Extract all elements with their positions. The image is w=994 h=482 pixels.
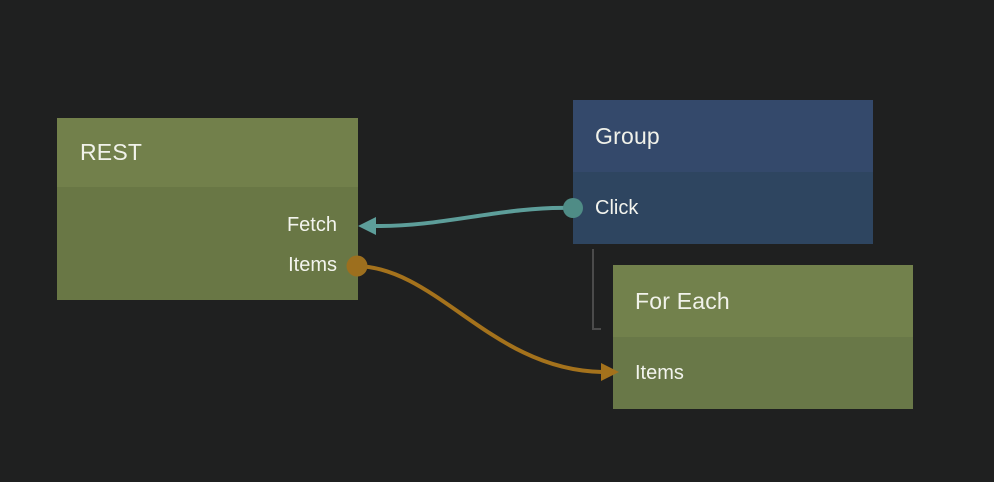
edge-items-to-items[interactable] <box>355 264 604 374</box>
node-rest-body: Fetch Items <box>57 187 358 300</box>
port-rest-items[interactable]: Items <box>57 245 358 285</box>
node-rest-title: REST <box>80 139 143 165</box>
port-rest-fetch-label: Fetch <box>286 213 337 236</box>
port-foreach-items[interactable]: Items <box>613 353 913 393</box>
port-rest-fetch[interactable]: Fetch <box>57 205 358 245</box>
port-group-click[interactable]: Click <box>573 188 873 228</box>
node-foreach-header[interactable]: For Each <box>613 265 913 337</box>
node-group-header[interactable]: Group <box>573 100 873 172</box>
node-rest-header[interactable]: REST <box>57 118 358 187</box>
port-rest-items-label: Items <box>288 253 337 276</box>
node-foreach[interactable]: For Each Items <box>613 265 913 409</box>
node-group-body: Click <box>573 172 873 244</box>
node-group[interactable]: Group Click <box>573 100 873 244</box>
edge-click-to-fetch[interactable] <box>374 205 573 229</box>
port-foreach-items-label: Items <box>635 361 684 384</box>
port-group-click-label: Click <box>595 196 639 219</box>
node-rest[interactable]: REST Fetch Items <box>57 118 358 300</box>
node-foreach-body: Items <box>613 337 913 409</box>
group-hierarchy-bracket <box>592 249 601 330</box>
node-group-title: Group <box>595 122 660 149</box>
edge-click-to-fetch-arrowhead <box>358 217 376 235</box>
node-foreach-title: For Each <box>635 287 730 314</box>
